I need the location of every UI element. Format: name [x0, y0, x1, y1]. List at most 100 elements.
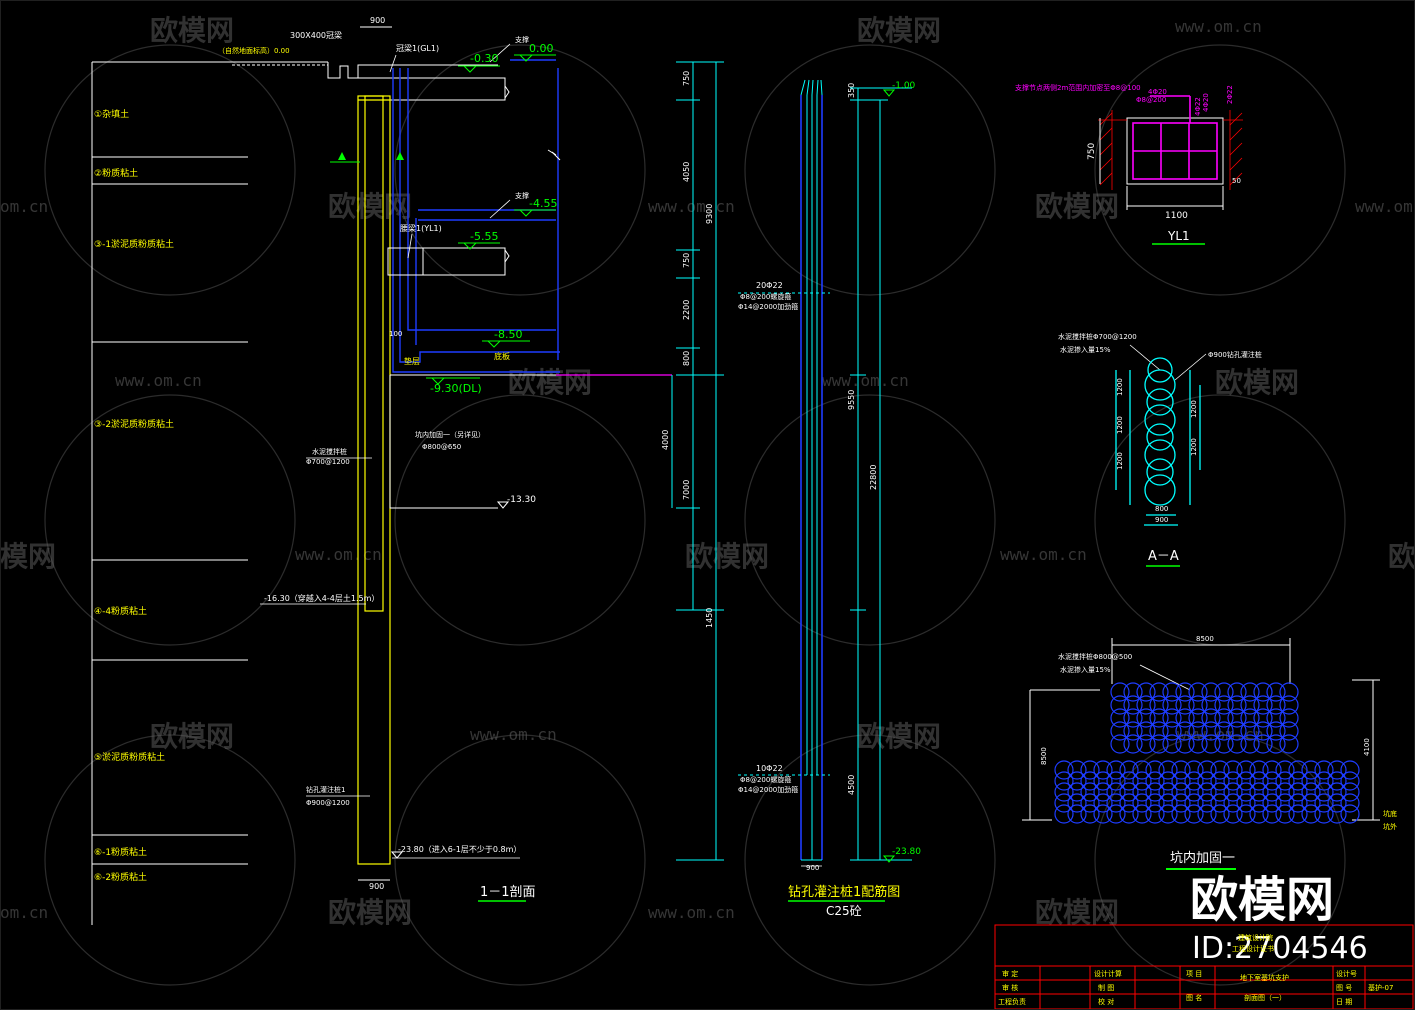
pit-pile-circle: [1054, 782, 1074, 802]
watermark-brand: 欧模网: [857, 720, 941, 753]
watermark-url: www.om.cn: [115, 371, 202, 390]
pit-pile-circle: [1175, 682, 1195, 702]
pit-pile-circle: [1279, 682, 1299, 702]
yl1-cover: 50: [1232, 177, 1241, 185]
pit-pile-circle: [1301, 793, 1321, 813]
aa-dim: 1200: [1116, 416, 1124, 434]
pit-pile-circle: [1340, 804, 1360, 824]
elev-label: -5.55: [470, 230, 498, 243]
pit-pile-circle: [1145, 793, 1165, 813]
yl1-title: YL1: [1167, 229, 1190, 243]
pit-pile-circle: [1080, 782, 1100, 802]
yl1-rebar: 4Φ20: [1202, 93, 1210, 112]
pit-pile-circle: [1210, 760, 1230, 780]
pit-pile-circle: [1136, 708, 1156, 728]
pit-pile-circle: [1136, 721, 1156, 741]
pit-pile-circle: [1197, 804, 1217, 824]
bored-pile-label: 钻孔灌注桩1: [306, 785, 345, 794]
aa-note: Φ900钻孔灌注桩: [1208, 350, 1262, 359]
pit-pile-circle: [1240, 734, 1260, 754]
pit-pile-circle: [1106, 771, 1126, 791]
watermark-brand: 欧模网: [150, 14, 234, 47]
watermark-brand: 欧模网: [328, 190, 412, 223]
pit-pile-circle: [1145, 782, 1165, 802]
pit-pile-circle: [1249, 760, 1269, 780]
top-beam-label: 300X400冠梁: [290, 31, 342, 40]
pit-note: 水泥掺入量15%: [1060, 665, 1111, 674]
dim-label: 350: [847, 83, 856, 98]
pit-pile-circle: [1158, 771, 1178, 791]
basement-structure: [392, 59, 560, 373]
aa-note: 水泥掺入量15%: [1060, 345, 1111, 354]
pit-pile-circle: [1249, 793, 1269, 813]
yl1-width: 1100: [1165, 211, 1188, 221]
pit-pile-circle: [1093, 760, 1113, 780]
rebar-note: Φ8@200螺旋箍: [740, 292, 791, 301]
pit-reinforce-spec: Φ800@650: [422, 443, 461, 451]
pit-pile-circle: [1145, 771, 1165, 791]
pit-pile-circle: [1288, 771, 1308, 791]
dim-label: 4050: [682, 162, 691, 182]
pit-pile-circle: [1227, 734, 1247, 754]
pit-pile-circle: [1136, 695, 1156, 715]
rebar-subtitle: C25砼: [826, 904, 862, 918]
watermark-brand: 欧模网: [1215, 366, 1299, 399]
pit-pile-circle: [1145, 804, 1165, 824]
yl1-rebar: 4Φ20: [1148, 88, 1167, 96]
watermark-url: www.om.cn: [1000, 545, 1087, 564]
aa-dim: 800: [1155, 505, 1168, 513]
pit-pile-circle: [1201, 734, 1221, 754]
pit-pile-circle: [1266, 682, 1286, 702]
tb-cell: 设计号: [1336, 969, 1357, 978]
pit-pile-circle: [1240, 708, 1260, 728]
elev-label: -4.55: [529, 197, 557, 210]
pit-pile-circle: [1197, 793, 1217, 813]
pit-pile-circle: [1106, 760, 1126, 780]
rebar-note: 10Φ22: [756, 764, 783, 773]
pit-pile-circle: [1223, 804, 1243, 824]
watermark-url: om.cn: [0, 903, 48, 922]
pit-pile-circle: [1314, 760, 1334, 780]
pit-pile-circle: [1188, 734, 1208, 754]
mixing-pile-grid: [1054, 682, 1360, 824]
dim-label: 2200: [682, 300, 691, 320]
pit-pile-circle: [1106, 782, 1126, 802]
dim-label: 750: [682, 71, 691, 86]
pit-pile-circle: [1067, 804, 1087, 824]
pit-pile-circle: [1201, 682, 1221, 702]
pit-pile-circle: [1162, 708, 1182, 728]
pit-pile-circle: [1184, 771, 1204, 791]
pile-top-elev: -1.00: [892, 81, 916, 91]
watermark-brand: 模网: [0, 540, 56, 573]
pit-pile-circle: [1197, 771, 1217, 791]
pit-pile-circle: [1067, 771, 1087, 791]
pit-pile-circle: [1149, 721, 1169, 741]
pit-pile-circle: [1327, 771, 1347, 791]
waist-beam-label: 腰梁1(YL1): [400, 224, 442, 233]
mixing-pile-label: 水泥搅拌桩: [312, 447, 347, 456]
pit-pile-circle: [1175, 734, 1195, 754]
dim-label: 9300: [705, 204, 714, 224]
pit-pile-circle: [1197, 782, 1217, 802]
pit-pile-circle: [1214, 721, 1234, 741]
pit-pile-circle: [1080, 760, 1100, 780]
yl1-section: 支撑节点两侧2m范围内加密至Φ8@100 4Φ20 Φ8@200 4Φ20 2Φ…: [1015, 83, 1243, 245]
rebar-note: Φ8@200螺旋箍: [740, 775, 791, 784]
pit-pile-circle: [1149, 708, 1169, 728]
soil-label: ⑥-2粉质粘土: [94, 871, 147, 883]
watermark-url: www.om.cn: [648, 903, 735, 922]
pit-pile-circle: [1214, 695, 1234, 715]
pit-pile-circle: [1223, 771, 1243, 791]
pit-pile-circle: [1214, 708, 1234, 728]
pit-pile-circle: [1119, 771, 1139, 791]
pit-pile-circle: [1119, 793, 1139, 813]
pit-pile-circle: [1132, 782, 1152, 802]
pit-pile-circle: [1123, 734, 1143, 754]
pit-pile-circle: [1266, 734, 1286, 754]
pit-pile-circle: [1253, 734, 1273, 754]
tb-cell: 制 图: [1098, 983, 1114, 992]
pit-title: 坑内加固一: [1170, 850, 1235, 866]
pit-pile-circle: [1132, 793, 1152, 813]
soil-label: ②粉质粘土: [94, 167, 138, 179]
